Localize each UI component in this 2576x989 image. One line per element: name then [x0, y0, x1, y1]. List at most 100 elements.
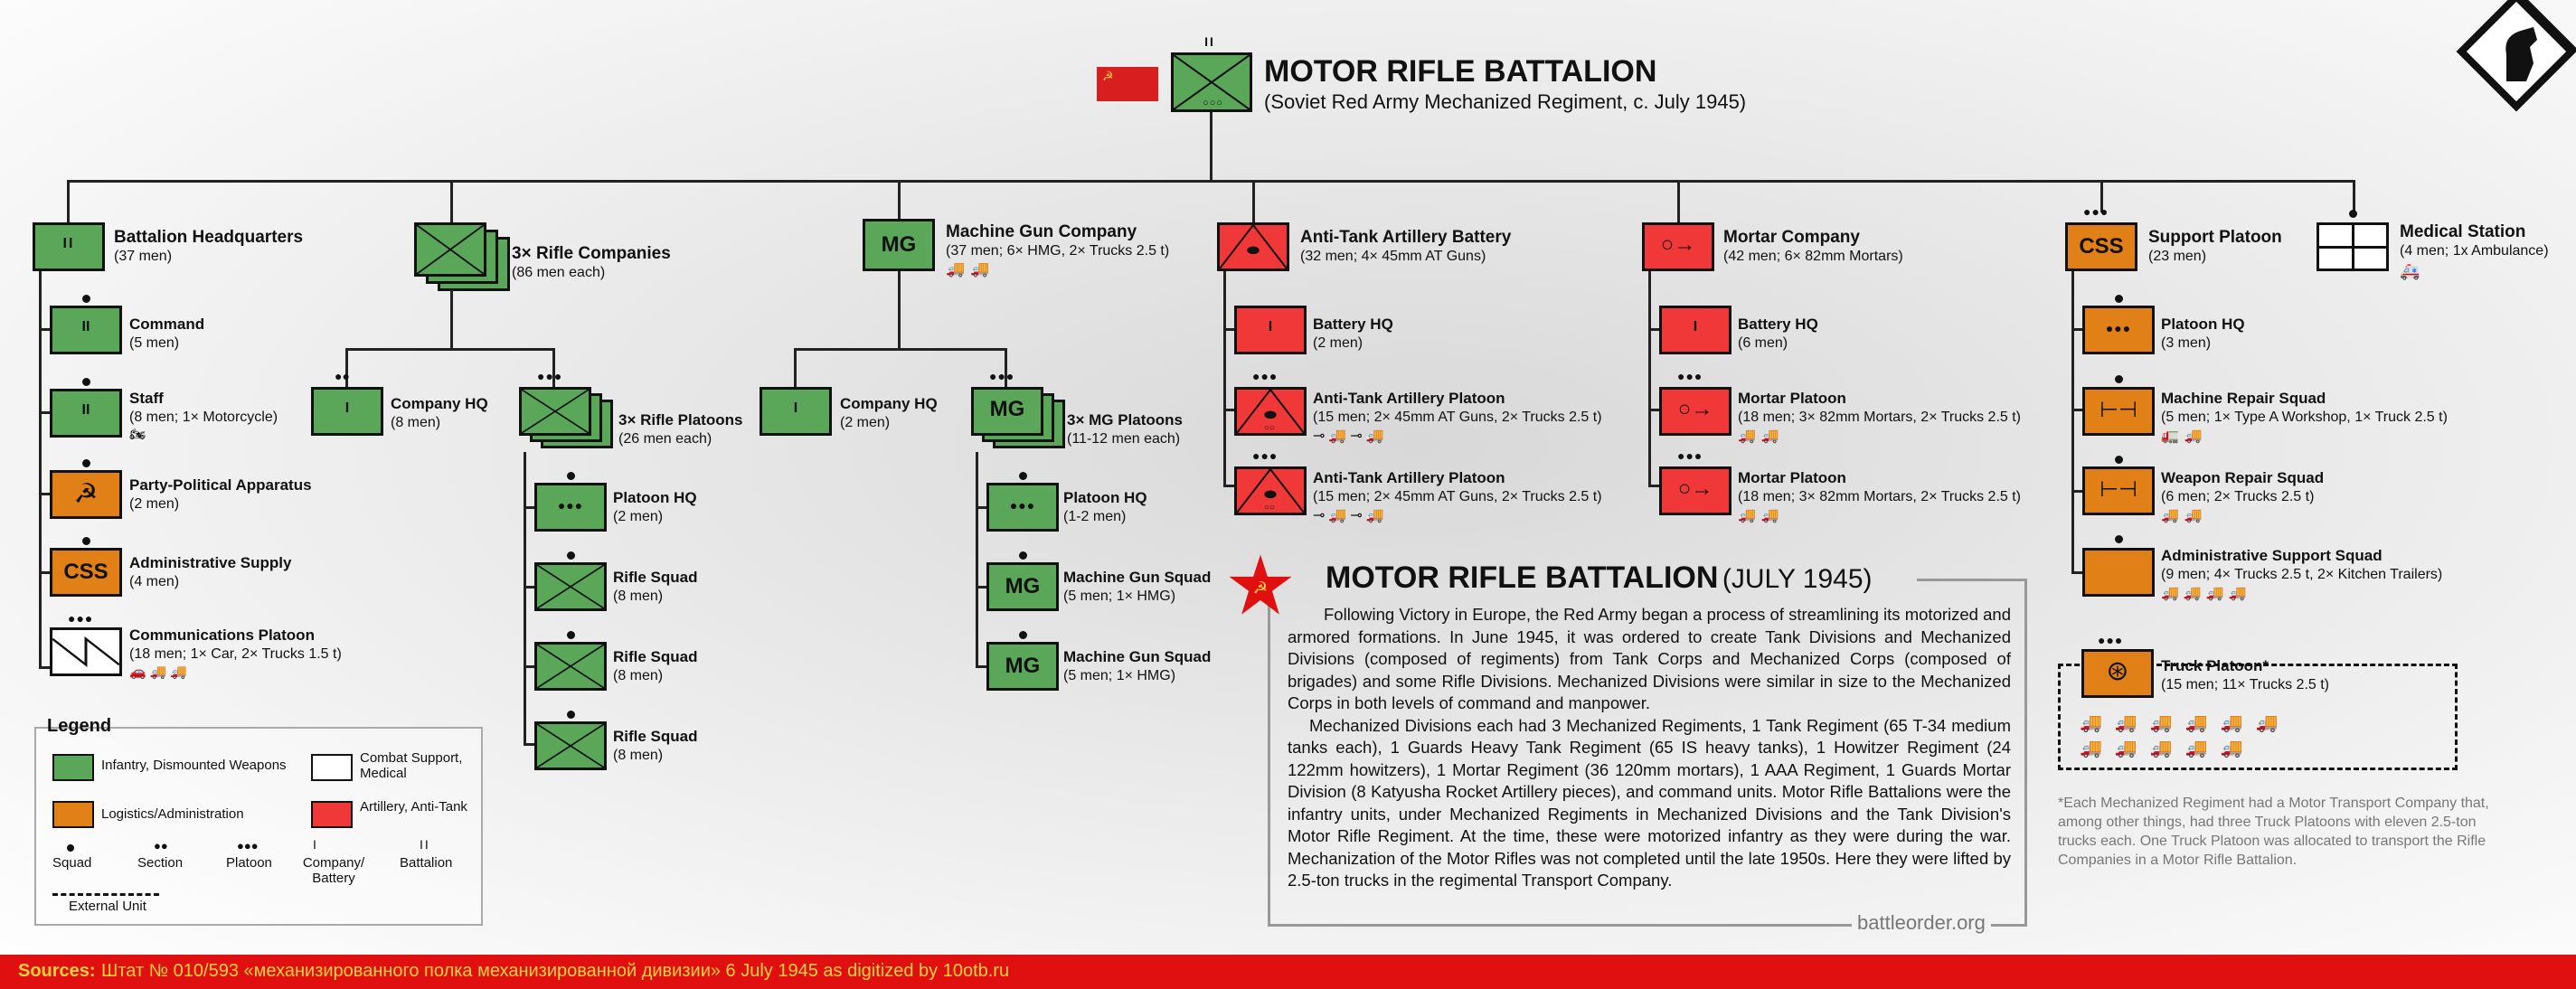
mg-company-hq-label: Company HQ (2 men) [840, 395, 938, 430]
rifle-squad-label: Rifle Squad (8 men) [613, 728, 698, 763]
mg-squad-label: Machine Gun Squad (5 men; 1× HMG) [1063, 648, 1212, 683]
battalion-hq-symbol: II [33, 222, 105, 271]
squad-dot [1019, 631, 1027, 639]
platoon-dots: ●●● [989, 369, 1015, 383]
squad-dot [2349, 210, 2357, 218]
battalion-echelon: II [1204, 34, 1215, 49]
admin-supply-symbol: CSS [50, 548, 122, 597]
company-hq-label: Company HQ (8 men) [391, 395, 488, 430]
mortar-company-symbol: ○→ [1642, 222, 1714, 271]
squad-dot [82, 459, 90, 467]
mg-platoon-hq-label: Platoon HQ (1-2 men) [1063, 489, 1147, 524]
at-platoon-symbol: ○○ [1234, 387, 1307, 436]
truck-icons: 🚚🚚 [1738, 508, 1785, 523]
legend-platoon-sym: ●●● [237, 839, 259, 852]
legend-section-label: Section [137, 855, 184, 871]
page-subtitle: (Soviet Red Army Mechanized Regiment, c.… [1264, 90, 1747, 113]
mortar-platoon-symbol: ○→ [1659, 466, 1731, 515]
footnote: *Each Mechanized Regiment had a Motor Tr… [2058, 796, 2489, 868]
wheels-icon: ○○○ [1203, 98, 1223, 108]
ambulance-icon: 🚑 [2400, 262, 2420, 280]
truck-icons: 🚚🚚 [946, 260, 995, 278]
history-title-rule [1917, 579, 2027, 581]
at-battery-label: Anti-Tank Artillery Battery (32 men; 4× … [1300, 228, 1512, 264]
section-dots: ●● [335, 369, 350, 383]
legend-company-sym: I [313, 837, 316, 852]
support-platoon-symbol: CSS [2065, 222, 2137, 271]
truck-icons: 🚚🚚 [1738, 429, 1785, 444]
squad-dot [2115, 295, 2123, 303]
squad-dot [567, 472, 575, 480]
wrench-icon: ⊢⊣ [2099, 398, 2137, 422]
admin-support-label: Administrative Support Squad (9 men; 4× … [2161, 547, 2443, 601]
company-hq-symbol: I [311, 387, 383, 436]
comms-label: Communications Platoon (18 men; 1× Car, … [129, 626, 342, 680]
legend-logistics-label: Logistics/Administration [101, 806, 244, 822]
wheel-icon: ⊛ [2106, 656, 2129, 686]
squad-dot [2115, 375, 2123, 383]
squad-dot [1019, 551, 1027, 560]
rifle-squad-symbol [534, 721, 607, 770]
support-platoon-label: Support Platoon (23 men) [2148, 228, 2282, 264]
hammer-sickle-icon: ☭ [73, 479, 99, 509]
platoon-dots: ●●● [1677, 448, 1703, 463]
mortar-icon: ○→ [1677, 397, 1713, 421]
legend-external-label: External Unit [69, 899, 146, 914]
mortar-icon: ○→ [1660, 232, 1696, 257]
legend-title: Legend [47, 716, 112, 736]
squad-dot [82, 295, 90, 303]
truck-platoon-label: Truck Platoon* (15 men; 11× Trucks 2.5 t… [2161, 657, 2330, 692]
legend-platoon-label: Platoon [226, 855, 272, 871]
legend-company-label: Company/ Battery [302, 855, 365, 886]
legend-battalion-label: Battalion [400, 855, 453, 871]
rifle-platoons-label: 3× Rifle Platoons (26 men each) [618, 411, 743, 447]
squad-dot [82, 378, 90, 386]
squad-dot [2115, 535, 2123, 543]
mg-squad-label: Machine Gun Squad (5 men; 1× HMG) [1063, 569, 1212, 604]
legend-section-sym: ●● [154, 839, 168, 852]
mg-company-symbol: MG [863, 219, 935, 271]
legend-box [34, 727, 483, 926]
battleorder-logo [2443, 0, 2576, 133]
at-platoon-label: Anti-Tank Artillery Platoon (15 men; 2× … [1313, 390, 1602, 444]
squad-dot [1019, 472, 1027, 480]
weapon-repair-symbol: ⊢⊣ [2082, 466, 2155, 515]
legend-infantry-label: Infantry, Dismounted Weapons [101, 758, 287, 773]
soviet-star-icon: ☭ [1228, 553, 1293, 618]
at-platoon-symbol: ○○ [1234, 466, 1307, 515]
platoon-dots: ●●● [1677, 369, 1703, 383]
page-title: MOTOR RIFLE BATTALION [1264, 54, 1657, 89]
mortar-platoon-symbol: ○→ [1659, 387, 1731, 436]
at-battery-hq-symbol: I [1234, 306, 1307, 354]
platoon-dots: ●●● [1252, 369, 1279, 383]
rifle-squad-symbol [534, 642, 607, 691]
battalion-hq-label: Battalion Headquarters (37 men) [114, 228, 304, 264]
truck-platoon-symbol: ⊛ [2081, 649, 2154, 698]
platoon-hq-label: Platoon HQ (2 men) [613, 489, 697, 524]
legend-artillery-label: Artillery, Anti-Tank [360, 799, 467, 815]
legend-squad-label: Squad [52, 855, 92, 871]
platoon-dots: ●●● [1252, 448, 1279, 463]
rifle-squad-label: Rifle Squad (8 men) [613, 648, 698, 683]
mg-platoons-symbol: MG [971, 387, 1043, 436]
squad-dot [567, 711, 575, 719]
wrench-icon: ⊢⊣ [2099, 477, 2137, 502]
truck-icons: 🚚🚚 [2161, 508, 2208, 523]
platoon-dots: ●●● [68, 611, 94, 626]
credit-text: battleorder.org [1852, 911, 1991, 935]
truck-trailer-icons: 🚚🚚🚚🚚 [2161, 586, 2251, 601]
squad-dot [82, 537, 90, 545]
mortar-icon: ○→ [1677, 476, 1713, 501]
squad-dot [567, 631, 575, 639]
machine-repair-symbol: ⊢⊣ [2082, 387, 2155, 436]
at-platoon-label: Anti-Tank Artillery Platoon (15 men; 2× … [1313, 469, 1602, 523]
machine-repair-label: Machine Repair Squad (5 men; 1× Type A W… [2161, 390, 2448, 444]
battalion-symbol: ○○○ [1171, 52, 1252, 112]
svg-text:☭: ☭ [1253, 579, 1269, 598]
rifle-squad-symbol [534, 562, 607, 611]
medical-symbol [2317, 222, 2389, 271]
party-symbol: ☭ [50, 470, 122, 519]
platoon-dots: ●●● [2083, 204, 2109, 219]
mortar-hq-symbol: I [1659, 306, 1731, 354]
admin-support-symbol [2082, 548, 2155, 597]
